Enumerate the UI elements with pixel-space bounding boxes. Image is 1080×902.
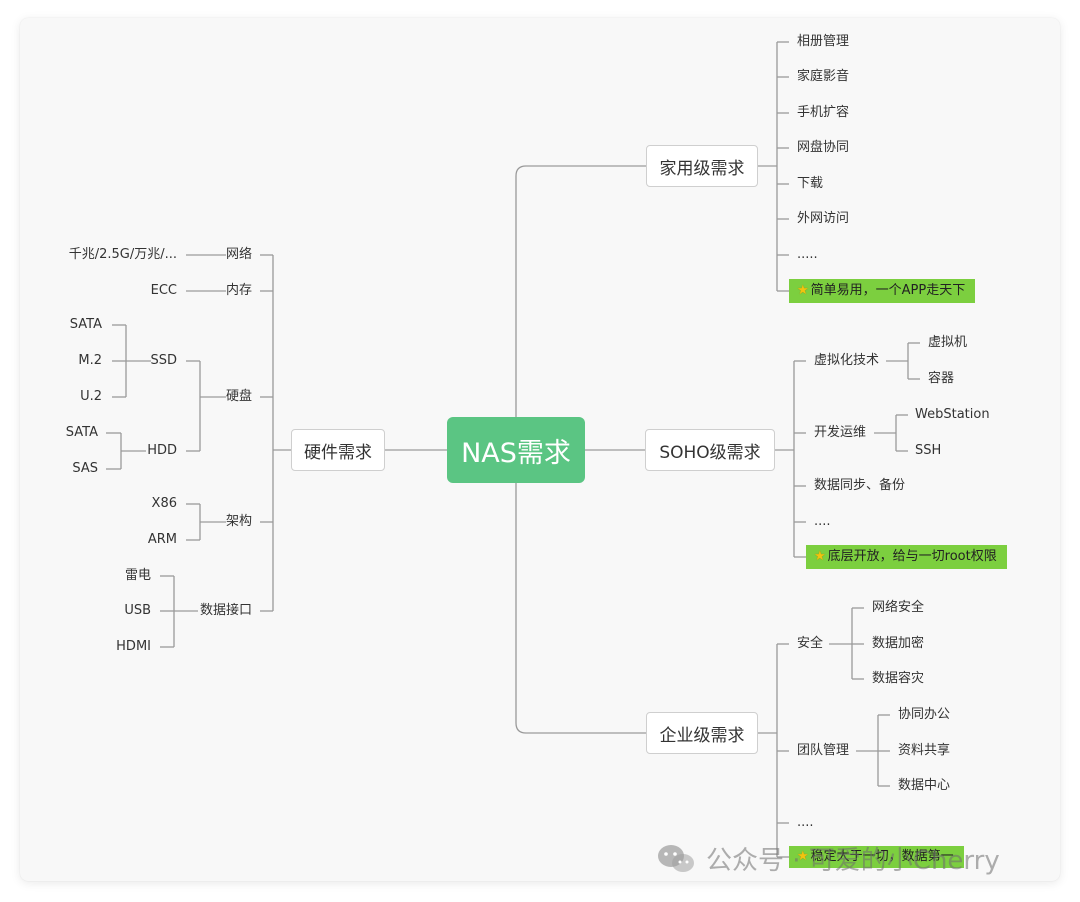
container-node[interactable]: 容器 bbox=[928, 371, 955, 386]
root-label: NAS需求 bbox=[461, 437, 571, 469]
devops-node[interactable]: 开发运维 bbox=[814, 425, 867, 440]
data-encryption-node[interactable]: 数据加密 bbox=[872, 636, 925, 651]
team-management-node[interactable]: 团队管理 bbox=[797, 743, 850, 758]
sync-backup-node[interactable]: 数据同步、备份 bbox=[814, 478, 906, 493]
resource-sharing-node[interactable]: 资料共享 bbox=[898, 743, 951, 758]
enterprise-more-node[interactable]: .... bbox=[797, 815, 814, 830]
hdd-node[interactable]: HDD bbox=[147, 443, 177, 458]
home-item-media[interactable]: 家庭影音 bbox=[797, 69, 850, 84]
soho-node[interactable]: SOHO级需求 bbox=[645, 429, 775, 471]
ssh-node[interactable]: SSH bbox=[915, 443, 942, 458]
enterprise-node[interactable]: 企业级需求 bbox=[646, 712, 758, 754]
virtualization-node[interactable]: 虚拟化技术 bbox=[814, 353, 880, 368]
enterprise-highlight-label: 稳定大于一切，数据第一 bbox=[810, 849, 954, 864]
arm-node[interactable]: ARM bbox=[147, 532, 177, 547]
usb-node[interactable]: USB bbox=[124, 603, 151, 618]
ssd-m2-node[interactable]: M.2 bbox=[78, 353, 102, 368]
data-center-node[interactable]: 数据中心 bbox=[898, 778, 951, 793]
thunderbolt-node[interactable]: 雷电 bbox=[124, 568, 151, 583]
home-item-cloud-sync[interactable]: 网盘协同 bbox=[797, 140, 850, 155]
root-node[interactable]: NAS需求 bbox=[447, 417, 585, 483]
soho-more-node[interactable]: .... bbox=[814, 514, 831, 529]
watermark: 公众号 · 可爱的小Cherry bbox=[656, 840, 1000, 877]
soho-highlight[interactable]: ★底层开放，给与一切root权限 bbox=[806, 545, 1007, 569]
x86-node[interactable]: X86 bbox=[151, 496, 177, 511]
hardware-node[interactable]: 硬件需求 bbox=[291, 429, 385, 471]
star-icon: ★ bbox=[797, 849, 809, 864]
security-node[interactable]: 安全 bbox=[797, 636, 824, 651]
network-speed-node[interactable]: 千兆/2.5G/万兆/... bbox=[68, 247, 177, 262]
home-highlight-label: 简单易用，一个APP走天下 bbox=[810, 283, 966, 298]
hdmi-node[interactable]: HDMI bbox=[116, 639, 151, 654]
home-label: 家用级需求 bbox=[659, 158, 745, 179]
memory-node[interactable]: 内存 bbox=[225, 283, 252, 298]
home-item-phone-storage[interactable]: 手机扩容 bbox=[797, 105, 850, 120]
home-item-download[interactable]: 下载 bbox=[797, 176, 824, 191]
star-icon: ★ bbox=[814, 549, 826, 564]
home-highlight[interactable]: ★简单易用，一个APP走天下 bbox=[789, 279, 976, 303]
ports-node[interactable]: 数据接口 bbox=[199, 603, 252, 618]
hdd-sata-node[interactable]: SATA bbox=[65, 425, 98, 440]
home-item-more[interactable]: ..... bbox=[797, 247, 818, 262]
home-item-album[interactable]: 相册管理 bbox=[797, 34, 850, 49]
collaboration-node[interactable]: 协同办公 bbox=[898, 707, 951, 722]
hardware-label: 硬件需求 bbox=[304, 442, 372, 463]
ssd-sata-node[interactable]: SATA bbox=[69, 317, 102, 332]
home-item-remote-access[interactable]: 外网访问 bbox=[797, 211, 850, 226]
ecc-node[interactable]: ECC bbox=[150, 283, 177, 298]
wechat-icon bbox=[658, 844, 694, 872]
disk-node[interactable]: 硬盘 bbox=[225, 389, 252, 404]
hdd-sas-node[interactable]: SAS bbox=[72, 461, 98, 476]
enterprise-highlight[interactable]: ★稳定大于一切，数据第一 bbox=[789, 846, 964, 868]
vm-node[interactable]: 虚拟机 bbox=[928, 335, 968, 350]
home-node[interactable]: 家用级需求 bbox=[646, 145, 758, 187]
disaster-recovery-node[interactable]: 数据容灾 bbox=[872, 671, 925, 686]
star-icon: ★ bbox=[797, 283, 809, 298]
network-node[interactable]: 网络 bbox=[225, 247, 252, 262]
soho-highlight-label: 底层开放，给与一切root权限 bbox=[827, 549, 997, 564]
soho-label: SOHO级需求 bbox=[659, 442, 761, 463]
network-security-node[interactable]: 网络安全 bbox=[872, 600, 925, 615]
webstation-node[interactable]: WebStation bbox=[915, 407, 990, 422]
ssd-node[interactable]: SSD bbox=[150, 353, 177, 368]
enterprise-label: 企业级需求 bbox=[659, 725, 745, 746]
arch-node[interactable]: 架构 bbox=[225, 514, 252, 529]
ssd-u2-node[interactable]: U.2 bbox=[80, 389, 102, 404]
watermark-text: 公众号 · 可爱的小Cherry bbox=[706, 846, 1000, 876]
